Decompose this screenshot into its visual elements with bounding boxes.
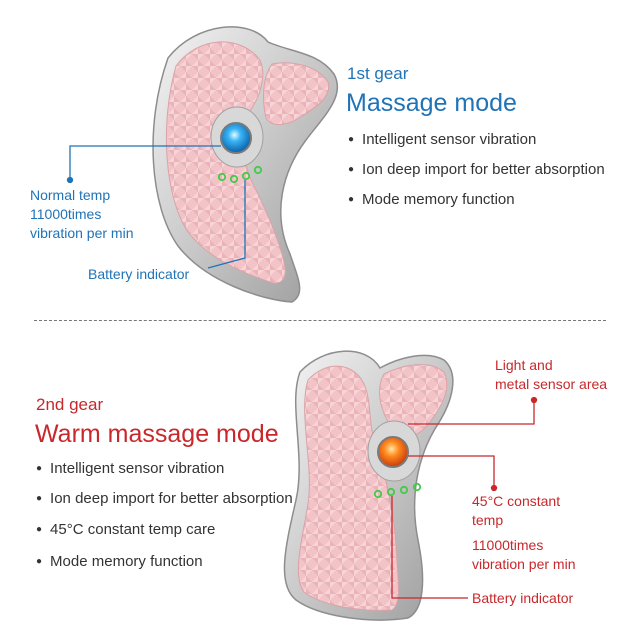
- battery-led: [399, 485, 409, 495]
- device-bottom: [283, 350, 454, 621]
- gear-label-1: 1st gear: [347, 64, 409, 83]
- feature-item: Intelligent sensor vibration: [348, 131, 536, 148]
- callout-battery-bottom: Battery indicator: [472, 590, 574, 606]
- callout-lines-top: [66, 145, 246, 269]
- battery-led: [373, 489, 383, 499]
- section-divider: [34, 320, 606, 321]
- feature-item: Mode memory function: [36, 553, 203, 570]
- battery-led: [412, 482, 422, 492]
- feature-item: Ion deep import for better absorption: [36, 490, 293, 507]
- device-bottom-power-button: [377, 436, 409, 468]
- callout-temp-top: Normal temp 11000times vibration per min: [30, 187, 134, 241]
- device-top-pink-wing: [263, 62, 330, 125]
- mode-title-1: Massage mode: [346, 89, 517, 117]
- battery-led: [229, 174, 239, 184]
- battery-led: [386, 487, 396, 497]
- feature-item: Intelligent sensor vibration: [36, 460, 224, 477]
- battery-led: [253, 165, 263, 175]
- device-top: [152, 26, 339, 303]
- feature-item: Ion deep import for better absorption: [348, 161, 605, 178]
- callout-temp-bottom: 45°C constant temp 11000times vibration …: [472, 493, 576, 572]
- device-top-power-button: [220, 122, 252, 154]
- gear-label-2: 2nd gear: [36, 395, 104, 414]
- callout-sensor-area: Light and metal sensor area: [495, 357, 608, 392]
- feature-item: Mode memory function: [348, 191, 515, 208]
- battery-led: [217, 172, 227, 182]
- callout-lines-bottom: [391, 396, 538, 599]
- mode-title-2: Warm massage mode: [35, 420, 279, 448]
- callout-battery-top: Battery indicator: [88, 266, 190, 282]
- device-bottom-pink-wing: [378, 364, 448, 438]
- battery-led: [241, 171, 251, 181]
- feature-item: 45°C constant temp care: [36, 521, 215, 538]
